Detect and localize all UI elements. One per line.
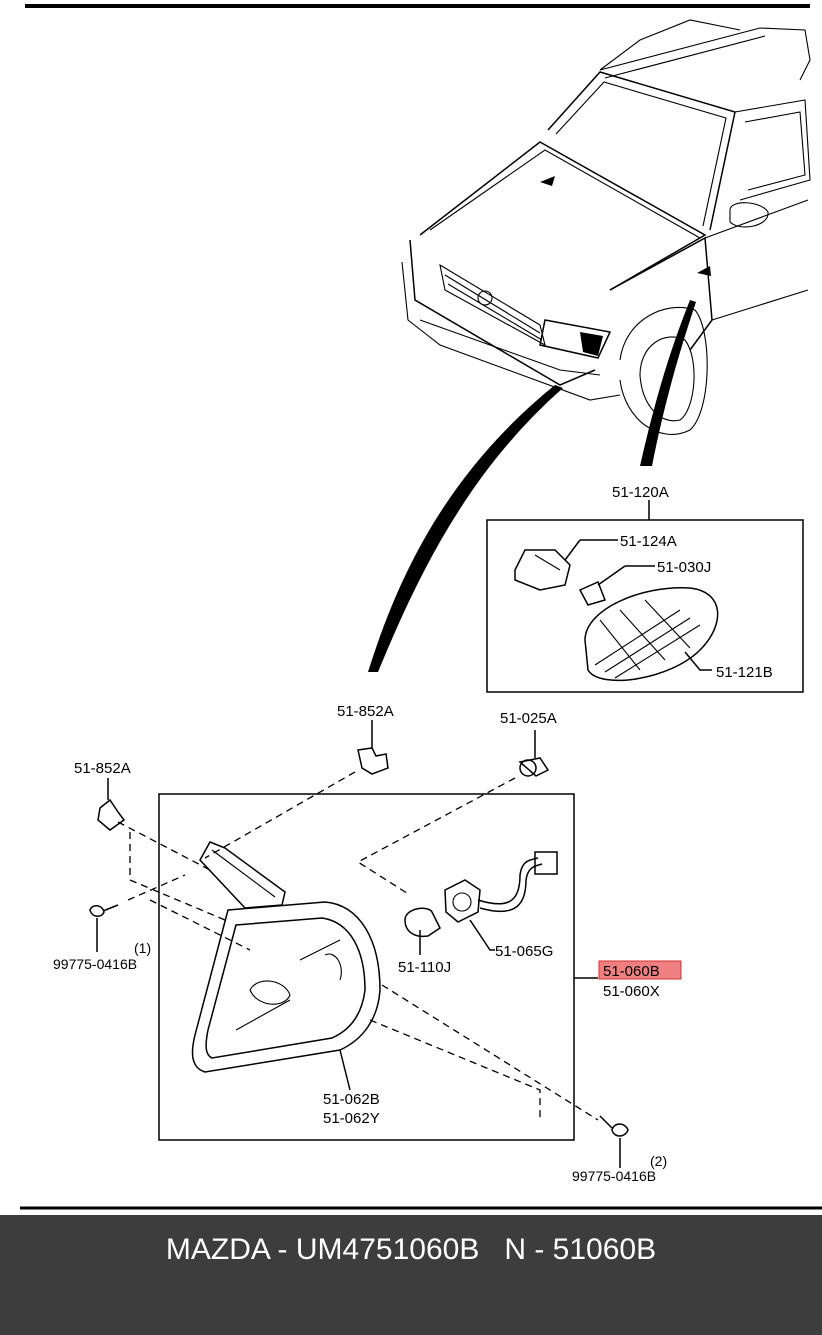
callout-nut: 51-025A	[500, 710, 557, 727]
callout-screw-right: 99775-0416B	[572, 1168, 656, 1184]
parts-diagram: 51-120A 51-124A 51-030J 51-121B 51-852A …	[20, 4, 822, 1210]
callout-side-lens: 51-121B	[716, 664, 773, 681]
vehicle-illustration	[368, 19, 811, 672]
side-marker-detail	[486, 500, 804, 693]
callout-socket: 51-065G	[495, 943, 553, 960]
callout-screw-left: 99775-0416B	[53, 956, 137, 972]
callout-bulb: 51-110J	[398, 959, 451, 976]
callout-clip-left: 51-852A	[74, 760, 131, 777]
callout-lamp-assy-highlighted: 51-060B	[603, 963, 660, 980]
callout-side-socket: 51-124A	[620, 533, 677, 550]
callout-lens-b: 51-062Y	[323, 1110, 380, 1127]
callout-side-marker-assy: 51-120A	[612, 484, 669, 501]
highlight-box	[598, 960, 682, 980]
footer-part-number: MAZDA - UM4751060B N - 51060B	[165, 1233, 657, 1266]
callout-clip-top: 51-852A	[337, 703, 394, 720]
callout-screw-right-qty: (2)	[650, 1153, 667, 1169]
callout-side-bulb: 51-030J	[657, 559, 711, 576]
callout-lens-a: 51-062B	[323, 1091, 380, 1108]
fasteners	[89, 720, 629, 1168]
footer-bar: MAZDA - UM4751060B N - 51060B	[0, 1215, 822, 1335]
callout-lamp-assy-alt: 51-060X	[603, 983, 660, 1000]
lamp-assembly-box	[158, 793, 682, 1141]
corner-lamp-drawing	[191, 841, 558, 1091]
callout-screw-left-qty: (1)	[134, 940, 151, 956]
assembly-dash-lines	[117, 771, 599, 1121]
